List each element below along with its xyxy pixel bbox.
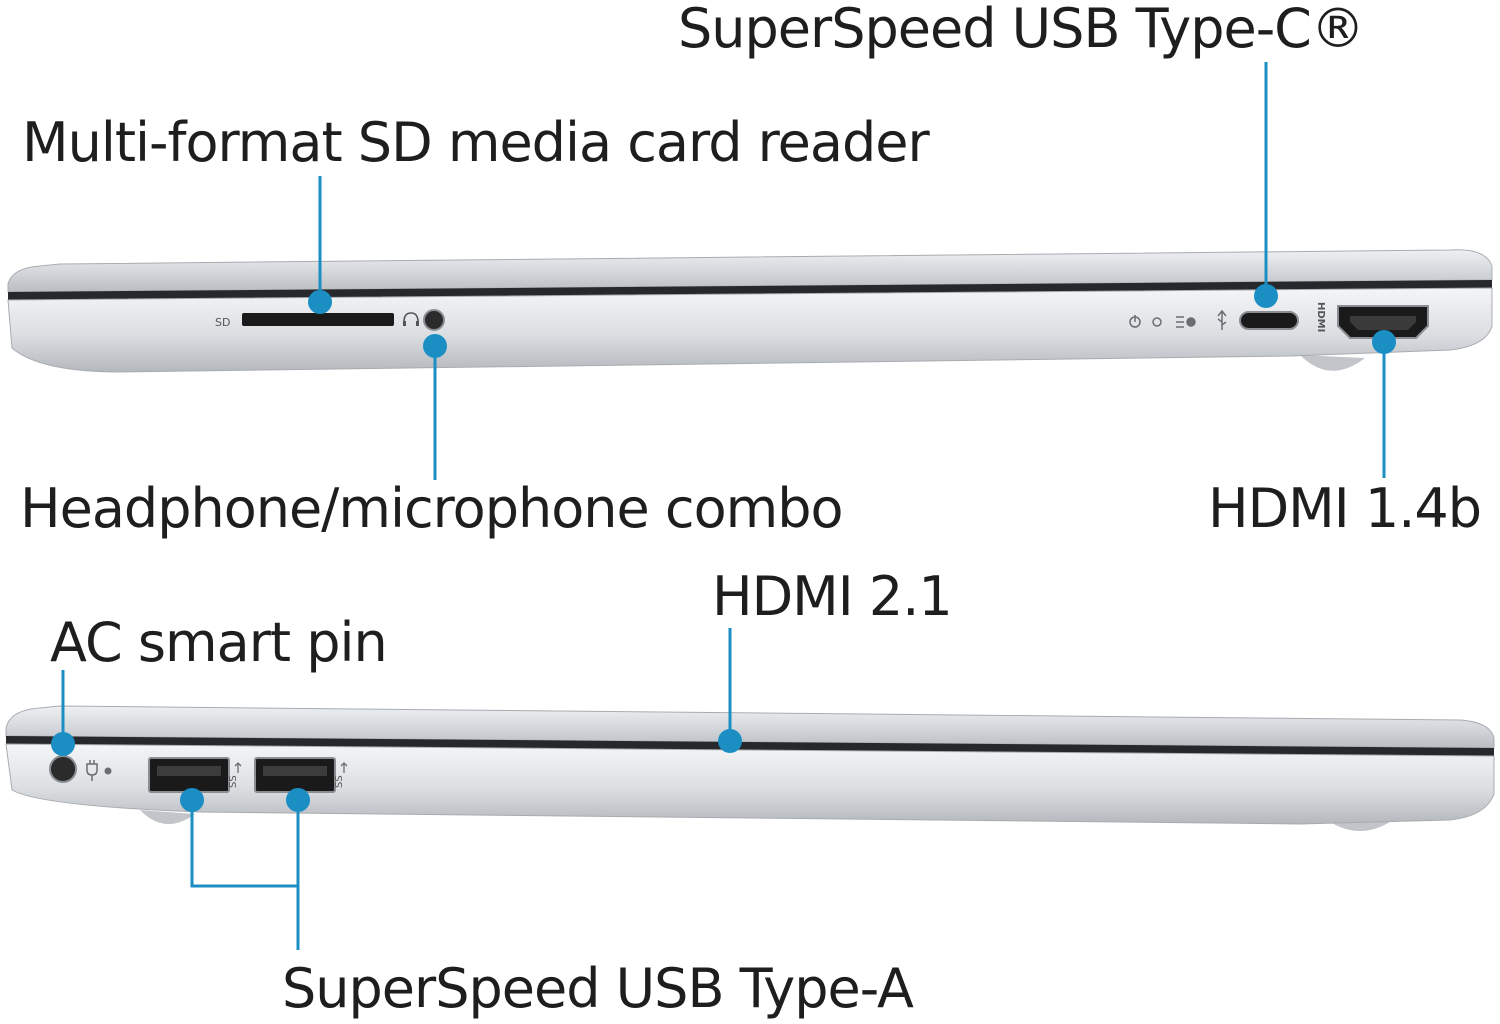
ac-power-icon — [86, 760, 98, 781]
laptop-foot — [1330, 822, 1390, 831]
callout-dot-usb-c — [1254, 284, 1278, 308]
usb-c-port — [1239, 311, 1299, 330]
label-usb-type-a: SuperSpeed USB Type-A — [282, 957, 914, 1020]
laptop-right-side: SD HDMI — [7, 249, 1493, 373]
laptop-left-side: SS SS — [5, 705, 1495, 831]
headphone-icon — [403, 312, 419, 323]
laptop-lid — [7, 249, 1493, 293]
callout-dot-usb-a-1 — [180, 788, 204, 812]
sd-marking: SD — [215, 316, 230, 329]
callout-dot-sd — [308, 290, 332, 314]
hinge-seam — [6, 736, 1494, 756]
callout-dot-hdmi-14b — [1372, 330, 1396, 354]
hdmi-marking: HDMI — [1315, 302, 1326, 332]
laptop-foot — [140, 810, 195, 825]
laptop-lid — [5, 705, 1495, 749]
callout-dot-ac-pin — [51, 732, 75, 756]
hinge-seam — [8, 280, 1492, 300]
superspeed-marking: SS — [228, 775, 239, 788]
label-headphone-combo: Headphone/microphone combo — [20, 477, 844, 540]
sd-card-slot — [242, 313, 394, 326]
label-ac-smart-pin: AC smart pin — [50, 611, 388, 674]
headphone-jack — [423, 309, 445, 331]
callout-dot-headphone — [423, 334, 447, 358]
laptop-foot — [1300, 355, 1365, 371]
drive-activity-icon — [1186, 317, 1196, 327]
callout-line-usb-a — [190, 800, 300, 950]
charge-led — [104, 767, 112, 775]
laptop-base — [7, 287, 1493, 373]
status-indicators — [1129, 309, 1227, 330]
usb-icon — [234, 762, 348, 773]
callout-dot-usb-a-2 — [286, 788, 310, 812]
label-sd-card-reader: Multi-format SD media card reader — [22, 111, 930, 174]
callout-dot-hdmi-21 — [718, 729, 742, 753]
label-hdmi-2-1: HDMI 2.1 — [712, 565, 953, 628]
callouts — [51, 62, 1396, 950]
ac-power-jack — [49, 755, 77, 783]
superspeed-marking: SS — [334, 775, 345, 788]
power-led — [1152, 317, 1162, 327]
label-hdmi-1-4b: HDMI 1.4b — [1208, 477, 1482, 540]
label-usb-type-c: SuperSpeed USB Type-C® — [678, 0, 1365, 60]
usb-icon — [1217, 309, 1227, 330]
